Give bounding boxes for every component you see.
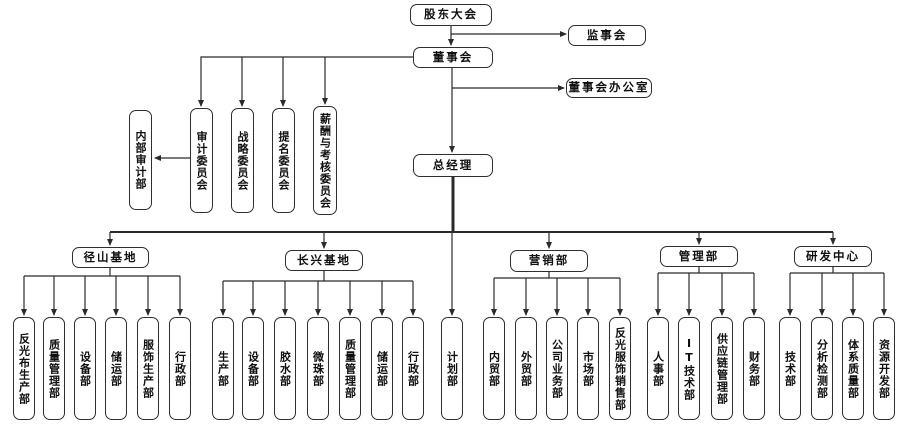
node-supply-chain-dept: 供应链管理部 bbox=[711, 317, 733, 420]
node-it-dept: IT技术部 bbox=[678, 317, 700, 420]
node-jingshan-base: 径山基地 bbox=[72, 247, 149, 268]
node-marketing-dept: 营销部 bbox=[510, 250, 588, 272]
node-domestic-trade-dept: 内贸部 bbox=[483, 317, 505, 420]
node-remuneration-committee: 薪酬与考核委员会 bbox=[313, 106, 337, 215]
node-quality-management-cx: 质量管理部 bbox=[339, 317, 361, 420]
node-general-manager: 总经理 bbox=[413, 154, 493, 177]
node-storage-transport-cx: 储运部 bbox=[371, 317, 393, 420]
node-equipment-js: 设备部 bbox=[74, 317, 96, 420]
node-internal-audit-dept: 内部审计部 bbox=[129, 110, 152, 210]
node-microbead-dept: 微珠部 bbox=[307, 317, 329, 420]
node-planning-dept: 计划部 bbox=[441, 317, 463, 420]
node-admin-cx: 行政部 bbox=[402, 317, 424, 420]
node-analysis-testing-dept: 分析检测部 bbox=[811, 317, 833, 420]
connector-line bbox=[198, 56, 413, 107]
node-production-cx: 生产部 bbox=[212, 317, 234, 420]
node-supervisory-board: 监事会 bbox=[568, 25, 646, 46]
node-quality-management-js: 质量管理部 bbox=[43, 317, 65, 420]
node-foreign-trade-dept: 外贸部 bbox=[515, 317, 537, 420]
node-strategy-committee: 战略委员会 bbox=[231, 108, 254, 213]
node-reflective-fabric-production: 反光布生产部 bbox=[13, 317, 35, 420]
node-board-office: 董事会办公室 bbox=[566, 78, 652, 98]
node-reflective-apparel-sales: 反光服饰销售部 bbox=[609, 317, 631, 420]
node-resource-development-dept: 资源开发部 bbox=[873, 317, 895, 420]
node-rd-center: 研发中心 bbox=[794, 246, 872, 267]
node-board-of-directors: 董事会 bbox=[413, 47, 493, 68]
node-market-dept: 市场部 bbox=[577, 317, 599, 420]
node-apparel-production: 服饰生产部 bbox=[137, 317, 159, 420]
node-nomination-committee: 提名委员会 bbox=[272, 108, 295, 213]
node-finance-dept: 财务部 bbox=[743, 317, 765, 420]
node-shareholders-meeting: 股东大会 bbox=[410, 4, 492, 26]
node-audit-committee: 审计委员会 bbox=[190, 108, 213, 213]
node-storage-transport-js: 储运部 bbox=[105, 317, 127, 420]
node-system-quality-dept: 体系质量部 bbox=[842, 317, 864, 420]
node-technology-dept: 技术部 bbox=[779, 317, 801, 420]
node-changxing-base: 长兴基地 bbox=[285, 250, 363, 271]
node-corporate-business-dept: 公司业务部 bbox=[546, 317, 568, 420]
node-equipment-cx: 设备部 bbox=[242, 317, 264, 420]
node-hr-dept: 人事部 bbox=[647, 317, 669, 420]
node-glue-dept: 胶水部 bbox=[274, 317, 296, 420]
node-admin-js: 行政部 bbox=[169, 317, 191, 420]
node-management-dept: 管理部 bbox=[660, 246, 738, 267]
